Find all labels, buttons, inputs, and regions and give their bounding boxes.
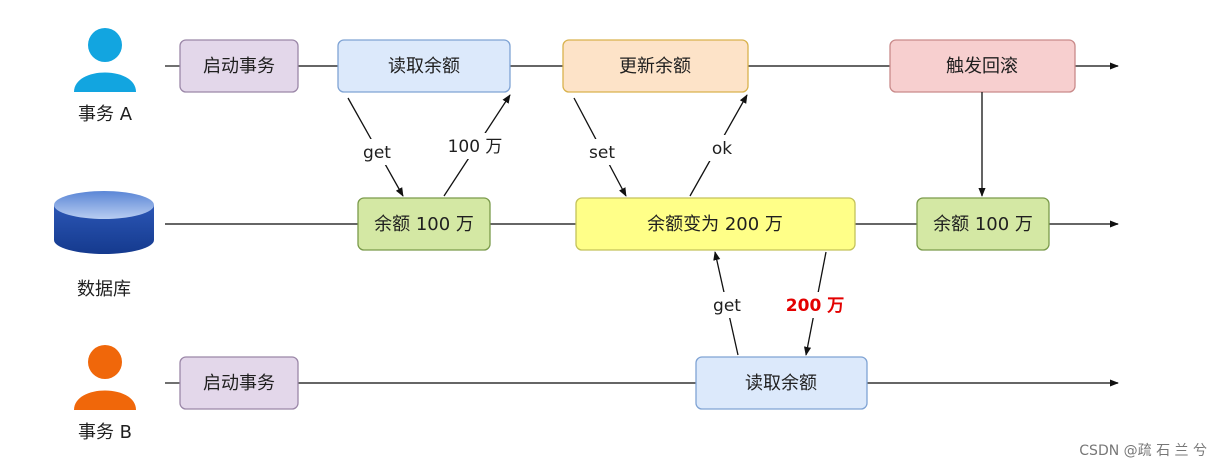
box-a-read-rect (337, 39, 511, 93)
edge-get-b-label: get (713, 296, 741, 316)
box-db-balance-1-rect (357, 197, 491, 251)
box-db-balance-2-label: 余额变为 200 万 (647, 214, 783, 235)
database-icon-top (54, 191, 154, 219)
edge-set-bg (584, 139, 620, 165)
edge-get-a-bg (358, 139, 396, 165)
database-actor: 数据库 (54, 191, 154, 300)
box-a-read-label: 读取余额 (388, 56, 460, 77)
box-a-read: 读取余额 (337, 39, 511, 93)
box-a-update: 更新余额 (562, 39, 749, 93)
edge-ok-label: ok (712, 139, 732, 159)
transaction-a-actor: 事务 A (74, 28, 136, 125)
box-a-rollback: 触发回滚 (889, 39, 1076, 93)
database-icon-body (54, 205, 154, 254)
box-b-start-label: 启动事务 (203, 373, 275, 394)
box-db-balance-3-rect (916, 197, 1050, 251)
user-icon-head (88, 345, 122, 379)
box-db-balance-2-rect (575, 197, 856, 251)
box-a-rollback-label: 触发回滚 (946, 56, 1018, 77)
edge-200-bg (781, 292, 849, 318)
user-icon-head (88, 28, 122, 62)
box-b-read-rect (695, 356, 868, 410)
box-a-start-rect (179, 39, 299, 93)
transaction-b-actor: 事务 B (74, 345, 136, 443)
actor-b-label: 事务 B (78, 422, 132, 443)
box-a-start: 启动事务 (179, 39, 299, 93)
box-a-update-label: 更新余额 (619, 56, 691, 77)
box-a-start-label: 启动事务 (203, 56, 275, 77)
edge-get-b-bg (707, 292, 747, 318)
user-icon-body (74, 72, 136, 92)
actor-a-label: 事务 A (78, 104, 133, 125)
box-b-read-label: 读取余额 (745, 373, 817, 394)
edge-get-a-label: get (363, 143, 391, 163)
edge-100-bg (442, 133, 508, 159)
box-db-balance-3-label: 余额 100 万 (933, 214, 1033, 235)
box-b-start-rect (179, 356, 299, 410)
edge-set-label: set (589, 143, 615, 163)
box-db-balance-1: 余额 100 万 (357, 197, 491, 251)
box-a-update-rect (562, 39, 749, 93)
box-b-read: 读取余额 (695, 356, 868, 410)
timelines (165, 62, 1119, 387)
database-icon (54, 191, 154, 254)
user-icon (74, 28, 136, 92)
user-icon (74, 345, 136, 410)
edge-100-label: 100 万 (448, 137, 503, 157)
edge-200-label: 200 万 (786, 296, 844, 316)
actor-db-label: 数据库 (77, 279, 131, 300)
edge-ok-bg (706, 135, 738, 161)
user-icon-body (74, 390, 136, 410)
box-db-balance-1-label: 余额 100 万 (374, 214, 474, 235)
watermark: CSDN @疏 石 兰 兮 (1079, 443, 1207, 459)
box-db-balance-2: 余额变为 200 万 (575, 197, 856, 251)
box-db-balance-3: 余额 100 万 (916, 197, 1050, 251)
box-b-start: 启动事务 (179, 356, 299, 410)
